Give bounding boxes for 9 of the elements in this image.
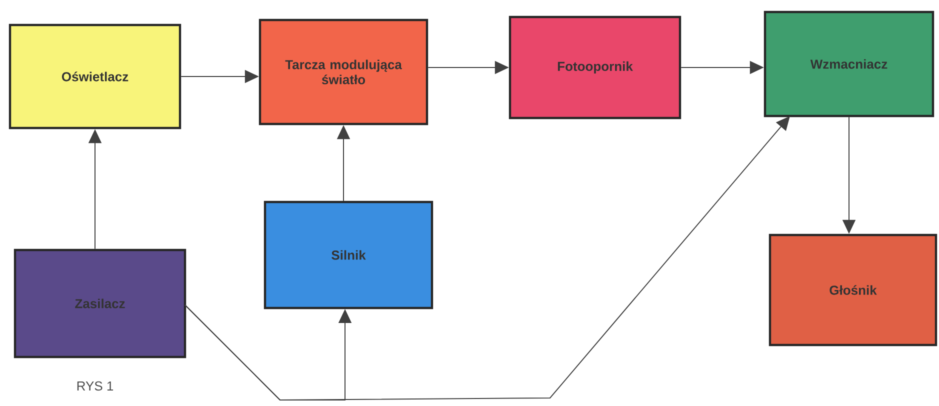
block-box: Zasilacz (14, 248, 186, 358)
arrow (184, 116, 790, 400)
block-box: Wzmacniacz (764, 10, 934, 118)
block-box: Tarcza modulująca światło (258, 18, 428, 126)
block-box: Fotoopornik (508, 16, 682, 120)
block-box: Oświetlacz (8, 24, 182, 130)
figure-label: RYS 1 (77, 381, 114, 391)
block-box: Silnik (264, 200, 434, 310)
block-box: Głośnik (768, 234, 938, 346)
